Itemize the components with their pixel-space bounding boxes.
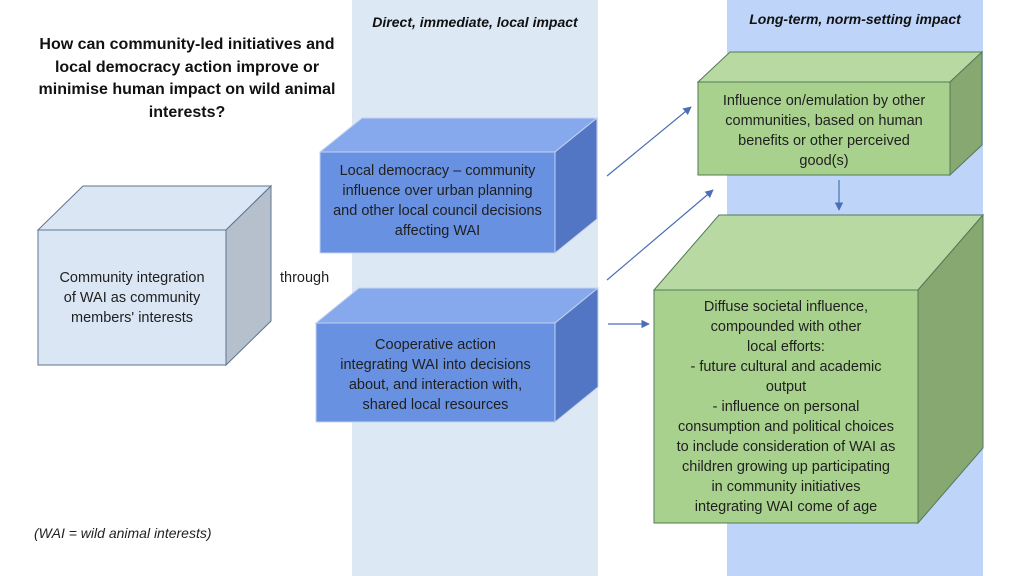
box-text-line: influence over urban planning (342, 183, 533, 199)
box-text-line: good(s) (799, 153, 849, 169)
box-text-line: integrating WAI into decisions (340, 357, 531, 373)
box-text-line: - future cultural and academic (690, 359, 882, 375)
box-text-line: communities, based on human (725, 113, 923, 129)
box-text-line: Diffuse societal influence, (703, 299, 869, 315)
arrow-cooperative-to-emulation (606, 189, 714, 281)
box-text-diffuse: Diffuse societal influence, compounded wi… (654, 297, 918, 517)
box-text-line: - influence on personal (712, 399, 860, 415)
box-text-line: in community initiatives (711, 479, 861, 495)
cube-cooperative-action (314, 286, 600, 424)
box-text-line: benefits or other perceived (738, 133, 910, 149)
cube-top-face (314, 287, 600, 324)
box-text-line: to include consideration of WAI as (676, 439, 896, 455)
cube-front-face (653, 289, 919, 524)
cube-front-face (697, 81, 951, 176)
box-text-local-democracy: Local democracy – community influence ove… (320, 161, 555, 241)
diagram-title-question: How can community-led initiatives and lo… (38, 36, 336, 121)
footnote-wai-definition: (WAI = wild animal interests) (34, 525, 212, 541)
cube-origin (36, 184, 273, 367)
cube-diffuse (652, 213, 985, 525)
box-text-line: Community integration (59, 270, 205, 286)
box-text-line: about, and interaction with, (348, 377, 523, 393)
cube-front-face (315, 322, 556, 423)
cube-emulation (696, 50, 984, 177)
box-text-cooperative-action: Cooperative action integrating WAI into d… (316, 335, 555, 415)
box-text-line: children growing up participating (682, 459, 890, 475)
arrow-democracy-to-emulation (606, 106, 692, 177)
box-text-emulation: Influence on/emulation by other communiti… (698, 91, 950, 171)
cube-top-face (318, 117, 599, 153)
box-text-line: shared local resources (362, 397, 509, 413)
box-text-line: Influence on/emulation by other (722, 93, 926, 109)
box-text-line: members' interests (70, 310, 194, 326)
box-text-origin: Community integration of WAI as community… (38, 268, 226, 328)
box-text-line: consumption and political choices (677, 419, 894, 435)
box-text-line: integrating WAI come of age (694, 499, 878, 515)
box-text-line: local efforts: (747, 339, 825, 355)
box-text-line: compounded with other (710, 319, 862, 335)
box-text-line: and other local council decisions (333, 203, 542, 219)
connector-label-through: through (280, 270, 330, 286)
cube-top-face (696, 51, 984, 83)
cube-local-democracy (318, 116, 599, 255)
cube-front-face (37, 229, 227, 366)
box-text-line: affecting WAI (394, 223, 481, 239)
column-long-term-impact-label: Long-term, norm-setting impact (749, 11, 961, 27)
box-text-line: Local democracy – community (339, 163, 536, 179)
box-text-line: of WAI as community (63, 290, 201, 306)
box-text-line: Cooperative action (375, 337, 496, 353)
cube-front-face (319, 151, 556, 254)
column-direct-impact-label: Direct, immediate, local impact (372, 14, 578, 30)
box-text-line: output (765, 379, 807, 395)
